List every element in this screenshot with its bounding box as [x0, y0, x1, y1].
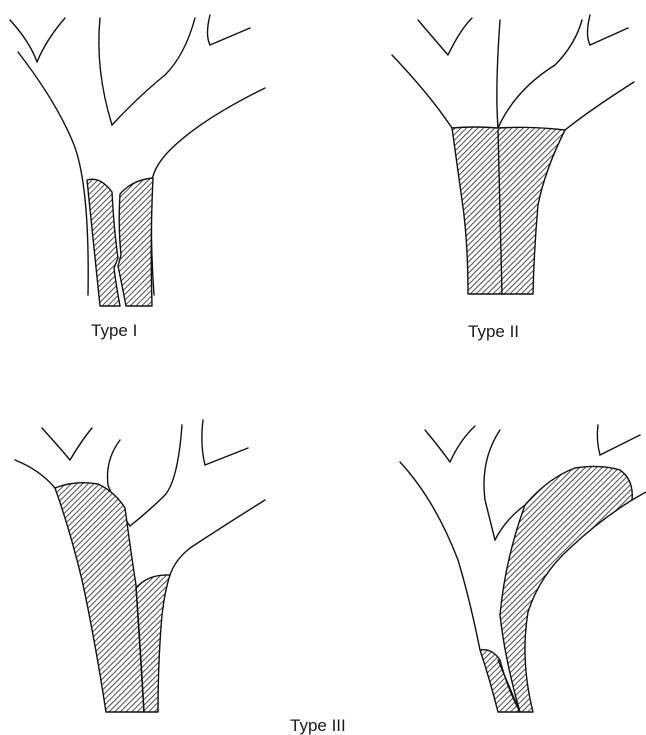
type-iii-left-figure — [15, 420, 265, 712]
type-ii-hatched-plaque — [452, 127, 565, 294]
type-ii-figure: Type II — [392, 15, 634, 341]
type-iii-right-long-plaque — [500, 466, 632, 712]
type-ii-caption: Type II — [468, 322, 519, 341]
type-ii-vessel-outline — [392, 15, 634, 130]
type-i-figure: Type I — [10, 15, 265, 340]
type-iii-right-figure — [400, 425, 646, 712]
type-i-left-hatched-plaque — [87, 179, 120, 306]
type-iii-left-long-plaque — [55, 483, 144, 712]
type-iii-caption: Type III — [290, 716, 346, 735]
type-i-right-hatched-plaque — [118, 178, 153, 306]
type-i-caption: Type I — [91, 321, 137, 340]
type-iii-left-vessel-outline — [15, 420, 265, 575]
